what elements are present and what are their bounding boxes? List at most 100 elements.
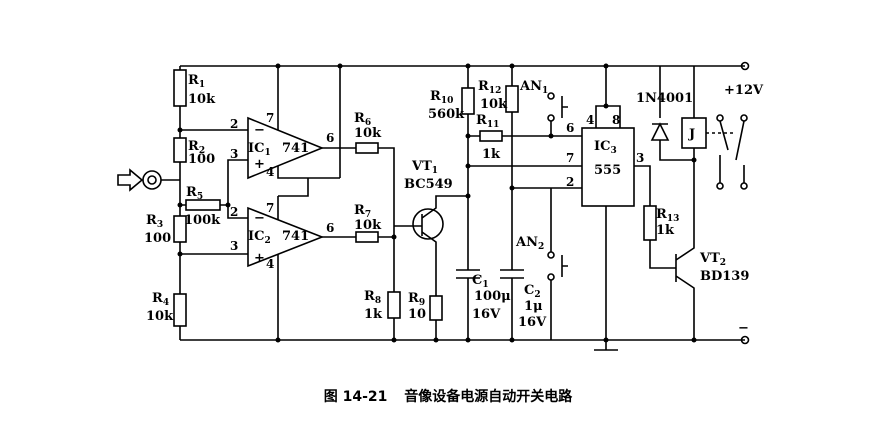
ic2-label: IC2 xyxy=(248,229,271,246)
r8-value: 1k xyxy=(364,307,383,322)
ic1-pin3: 3 xyxy=(230,147,238,161)
an2-contact-top xyxy=(547,251,555,259)
r5-value: 100k xyxy=(184,213,221,228)
c1-voltage: 16V xyxy=(472,307,501,322)
vt1-transistor xyxy=(412,208,444,240)
ic3-out-wire xyxy=(634,165,651,206)
supply-negative-terminal xyxy=(740,335,750,345)
vt1-collector xyxy=(421,195,468,219)
r6-r7-wire xyxy=(378,147,416,238)
ic1-vminus-wire xyxy=(277,166,340,179)
ic1-opamp xyxy=(247,116,325,180)
r11-label: R11 xyxy=(476,113,499,130)
ic3-pin3: 3 xyxy=(636,151,644,165)
ic1-pin7: 7 xyxy=(266,111,274,125)
r9-label: R9 xyxy=(408,291,425,308)
ic1-pin6: 6 xyxy=(326,131,334,145)
ic3-ground-wire xyxy=(594,206,618,351)
ic1-pin4: 4 xyxy=(266,165,274,179)
r10-resistor xyxy=(461,87,475,115)
r12-value: 10k xyxy=(480,97,508,112)
r2-resistor xyxy=(173,137,187,163)
ic3-label: IC3 xyxy=(594,139,617,156)
r5-label: R5 xyxy=(186,185,203,202)
r12-resistor xyxy=(505,85,519,113)
r6-resistor xyxy=(355,142,379,154)
c2-voltage: 16V xyxy=(518,315,547,330)
ic1-label: IC1 xyxy=(248,141,271,158)
ic2-part: 741 xyxy=(282,229,309,244)
vt1-part: BC549 xyxy=(404,177,453,192)
c1-capacitor xyxy=(456,269,480,340)
c1-label: C1 xyxy=(472,273,489,290)
c2-label: C2 xyxy=(524,283,541,300)
supply-negative-label: − xyxy=(738,321,749,336)
vt2-label: VT2 xyxy=(699,251,726,268)
ic2-minus: − xyxy=(254,211,265,226)
ic2-pin4: 4 xyxy=(266,257,274,271)
an1-contact-top xyxy=(547,92,555,100)
ic3-timer xyxy=(581,127,635,207)
diode-label: 1N4001 xyxy=(636,91,693,106)
an1-contact-bottom xyxy=(547,114,555,122)
r3-resistor xyxy=(173,215,187,243)
r1-label: R1 xyxy=(188,73,205,90)
input-arrow xyxy=(117,168,144,192)
diode-wire xyxy=(659,66,695,161)
vt1-emitter xyxy=(421,231,437,296)
ic2-pin7: 7 xyxy=(266,201,274,215)
r13-value: 1k xyxy=(656,223,675,238)
ic2-pin3: 3 xyxy=(230,239,238,253)
r13-resistor xyxy=(643,205,657,241)
supply-positive-terminal xyxy=(740,61,750,71)
ic3-pin4: 4 xyxy=(586,113,594,127)
figure-title: 音像设备电源自动开关电路 xyxy=(404,389,573,405)
r8-label: R8 xyxy=(364,289,381,306)
ic1-plus: + xyxy=(254,157,265,172)
r8-resistor xyxy=(387,291,401,319)
input-jack xyxy=(142,170,162,190)
r4-resistor xyxy=(173,293,187,327)
r6-label: R6 xyxy=(354,111,371,128)
r13-wire xyxy=(649,240,676,269)
ic2-plus: + xyxy=(254,251,265,266)
r2-label: R2 xyxy=(188,139,205,156)
ic1-minus: − xyxy=(254,123,265,138)
r4-value: 10k xyxy=(146,309,174,324)
ic2-pin6: 6 xyxy=(326,221,334,235)
r6-value: 10k xyxy=(354,126,382,141)
an2-label: AN2 xyxy=(515,235,544,252)
an2-contact-bottom xyxy=(547,273,555,281)
ic3-pin7: 7 xyxy=(566,151,574,165)
ic2-pin2: 2 xyxy=(230,205,238,219)
r11-resistor xyxy=(479,130,503,142)
circuit-schematic: R1 10k R2 100 R5 100k R3 100 R4 10k 2 3 … xyxy=(117,61,764,351)
vt2-part: BD139 xyxy=(700,269,749,284)
ic3-pin6: 6 xyxy=(566,121,574,135)
r7-value: 10k xyxy=(354,218,382,233)
supply-positive-label: +12V xyxy=(724,83,764,98)
r11-value: 1k xyxy=(482,147,501,162)
figure-number: 图 14-21 xyxy=(323,389,388,405)
r5-to-ic2 xyxy=(227,205,248,219)
r10-value: 560k xyxy=(428,107,465,122)
vt1-base xyxy=(416,214,423,236)
r2-value: 100 xyxy=(188,152,215,167)
r7-label: R7 xyxy=(354,203,371,220)
ic2-opamp xyxy=(247,206,325,268)
vt1-label: VT1 xyxy=(411,159,438,176)
1n4001-diode xyxy=(650,122,670,141)
r10-label: R10 xyxy=(430,89,453,106)
ic2-vplus-wire xyxy=(277,178,309,220)
r3-label: R3 xyxy=(146,213,163,230)
an1-label: AN1 xyxy=(519,79,548,96)
ic3-pin8: 8 xyxy=(612,113,620,127)
c2-capacitor xyxy=(500,269,524,340)
r3-value: 100 xyxy=(144,231,171,246)
ic3-pin2: 2 xyxy=(566,175,574,189)
ic3-part: 555 xyxy=(594,163,621,178)
r9-resistor xyxy=(429,295,443,321)
c2-value: 1μ xyxy=(524,299,543,314)
figure-caption: 图 14-21 音像设备电源自动开关电路 xyxy=(0,386,896,406)
r7-resistor xyxy=(355,231,379,243)
